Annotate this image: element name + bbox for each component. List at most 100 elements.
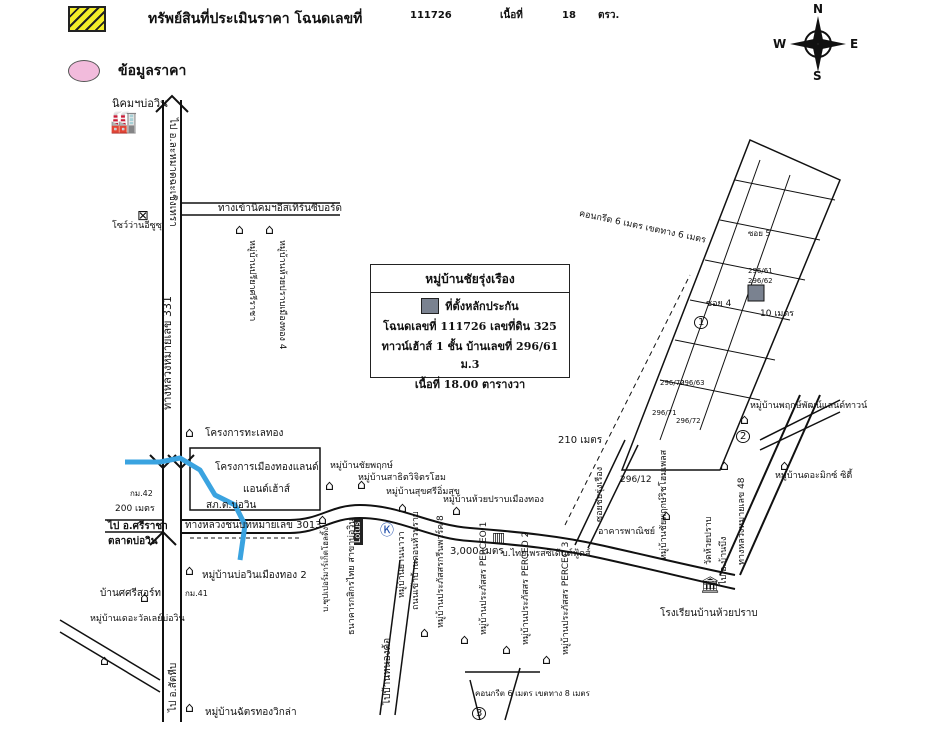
label-shrine: โซว์ว่านอีซูซุ (112, 221, 162, 231)
label-to-nong-kho: ไปบ้านหนองค้อ (382, 637, 393, 705)
house-icon: ⌂ (235, 222, 244, 238)
label-highway-331: ทางหลวงหมายเลข 331 (161, 296, 174, 410)
label-soi4: ซอย 4 (706, 299, 732, 309)
label-mueang-thong-land: โครงการเมืองทองแลนด์ (215, 462, 319, 473)
label-sathit: หมู่บ้านสาธิตวิจิตรโฮม (358, 473, 446, 483)
price-pink-swatch (68, 60, 100, 82)
label-the-mix: หมู่บ้านดอะมิกซ์ ซิตี้ (775, 471, 853, 481)
label-296-62: 296/62 (748, 277, 773, 285)
label-police: สภ.ต.บ่อวิน (206, 500, 257, 511)
collateral-info-box: หมู่บ้านชัยรุ่งเรือง ที่ตั้งหลักประกัน โ… (370, 264, 570, 391)
house-icon: ⌂ (460, 632, 469, 648)
label-296-63: 296/63 (680, 379, 705, 387)
factory-icon: 🏭 (110, 110, 138, 135)
legend-deed-number: 111726 (410, 10, 452, 21)
compass-rose (790, 16, 846, 72)
label-village-tree: หมู่บ้านปรียาศรีราชา (247, 240, 257, 322)
subject-lot-marker (747, 284, 765, 302)
property-hatch-swatch (68, 6, 106, 32)
house-icon: ⌂ (140, 590, 149, 606)
house-icon: ⌂ (185, 425, 194, 441)
legend-property-label: ทรัพย์สินที่ประเมินราคา โฉนดเลขที่ (148, 11, 363, 27)
legend-area-value: 18 (562, 10, 576, 21)
house-icon: ⌂ (357, 477, 366, 493)
label-dist3000: 3,000 เมตร (450, 546, 504, 557)
label-bank: ธนาคารกสิกรไทย สาขาบ่อวิน (347, 518, 357, 635)
house-icon: ⌂ (740, 412, 749, 428)
label-to-ban-bueng: ไป อ.บ้านบึง (719, 536, 729, 585)
infobox-area-line: เนื้อที่ 18.00 ตารางวา (414, 378, 526, 391)
house-icon: ⌂ (185, 700, 194, 716)
label-to-lamchabang: ไป อ.ละหมาดฉะเชิงเทรา (167, 118, 178, 227)
house-icon: ⌂ (452, 503, 461, 519)
label-suksri: หมู่บ้านสุขศรีอิ่มสุข (386, 487, 460, 497)
circle-2: 2 (736, 430, 751, 443)
label-nikom-bowin: นิคมฯบ่อวิน (112, 97, 168, 110)
label-perceo1: หมู่บ้านประภัสสร PERCEO 1 (479, 521, 489, 635)
house-icon: ⌂ (185, 563, 194, 579)
label-huai-prap-road: ถนนเข้าบ้านดอนหัวปราบ (411, 511, 421, 610)
house-icon: ⌂ (780, 458, 789, 474)
factory-icon: ▥ (492, 530, 506, 546)
circle-3: 3 (472, 707, 487, 720)
compass-s: S (813, 69, 822, 83)
infobox-house-line: ทาวน์เฮ้าส์ 1 ชั้น บ้านเลขที่ 296/61 ม.3 (381, 340, 559, 371)
label-km42: กม.42 (130, 489, 153, 498)
label-km41: กม.41 (185, 589, 208, 598)
infobox-deed-line: โฉนดเลขที่ 111726 เลขที่ดิน 325 (383, 320, 557, 333)
label-dist10: 10 เมตร (760, 309, 795, 319)
label-chat-thong: หมู่บ้านฉัตรทองวิกล่า (205, 707, 297, 718)
legend-area-label: เนื้อที่ (500, 10, 523, 21)
label-dist200: 200 เมตร (115, 504, 155, 514)
label-chaiphruek: หมู่บ้านชัยพฤกษ์ (330, 461, 393, 471)
label-wat-huai-prap: วัดห้วยปราบ (704, 516, 714, 565)
label-commercial: อาคารพาณิชย์ (598, 527, 656, 537)
label-soi5: ซอย 5 (748, 229, 771, 238)
label-to-sattahip: ไป อ.สัตหีบ (168, 662, 179, 712)
house-icon: ⌂ (420, 625, 429, 641)
label-296-12: 296/12 (620, 475, 652, 485)
shrine-icon: ⊠ (137, 208, 149, 224)
label-soi-chaiyarung: ซอยชัยรุ่งเรือง (595, 466, 605, 522)
house-icon: ⌂ (265, 222, 274, 238)
label-296-72: 296/72 (676, 417, 701, 425)
legend-price-row: ข้อมูลราคา (68, 60, 186, 82)
house-icon: ⌂ (720, 458, 729, 474)
label-and-house: แอนด์เฮ้าส์ (243, 484, 291, 495)
collateral-swatch (421, 298, 440, 314)
compass-e: E (850, 37, 859, 51)
label-the-city-bowin: หมู่บ้านเดอะวัลเลย์บ่อวิน (90, 614, 185, 624)
infobox-title: หมู่บ้านชัยรุ่งเรือง (425, 272, 515, 286)
label-village-pruksa4: หมู่บ้านห้วยปราบเมืองทอง 4 (277, 240, 287, 350)
compass-w: W (773, 37, 787, 51)
label-296-70: 296/70 (660, 379, 685, 387)
house-icon: ⌂ (398, 500, 407, 516)
label-bowin-mueang2: หมู่บ้านบ่อวินเมืองทอง 2 (202, 570, 307, 581)
label-dist210: 210 เมตร (558, 435, 603, 446)
label-pruksa-town: หมู่บ้านพฤกษ์พัฒน์แลนด์ทาวน์ (750, 401, 868, 411)
label-thalay-project: โครงการทะเลทอง (205, 428, 284, 439)
label-thai-president: บ.ไทยเพรสซิเด้นท์ฟู้ดส์ (502, 549, 591, 559)
bank-icon: Ⓚ (380, 523, 394, 539)
house-icon: ⌂ (502, 642, 511, 658)
legend-area-unit: ตรว. (598, 10, 620, 21)
label-huai-prap-mt: หมู่บ้านห้วยปราบเมืองทอง (443, 495, 544, 505)
label-chaiyapruek-home: หมู่บ้านชัยพฤกษ์ริชโฮมเพลส (659, 449, 669, 560)
label-entrance-road: ทางเข้านิคมฯอีสเทิร์นซีบอร์ด (218, 203, 343, 214)
compass-n: N (813, 2, 824, 16)
label-highway-3013: ทางหลวงชนบทหมายเลข 3013 (185, 520, 322, 531)
label-school: โรงเรียนบ้านห้วยปราบ (660, 608, 758, 619)
label-to-sriracha: ไป อ.ศรีราชา (108, 521, 168, 532)
label-yannawat: หมู่บ้านยานนาวา (397, 531, 407, 598)
label-sri-ari: บ้านศศรีสอร์ท (100, 588, 161, 599)
infobox-location-label: ที่ตั้งหลักประกัน (445, 300, 519, 313)
label-supermarket: บ.ซุปเปอร์มาร์เก็ตโฮลดิ้ง (321, 526, 330, 612)
house-icon: ⌂ (318, 512, 327, 528)
house-icon: ⌂ (662, 508, 671, 524)
label-highway-48: ทางหลวงหมายเลข 48 (737, 477, 747, 565)
house-icon: ⌂ (325, 478, 334, 494)
house-icon: ⌂ (100, 653, 109, 669)
school-icon: 🏛 (700, 575, 721, 594)
label-grin-park8: หมู่บ้านประภัสสรกรีนพาร์ค 8 (436, 515, 446, 628)
